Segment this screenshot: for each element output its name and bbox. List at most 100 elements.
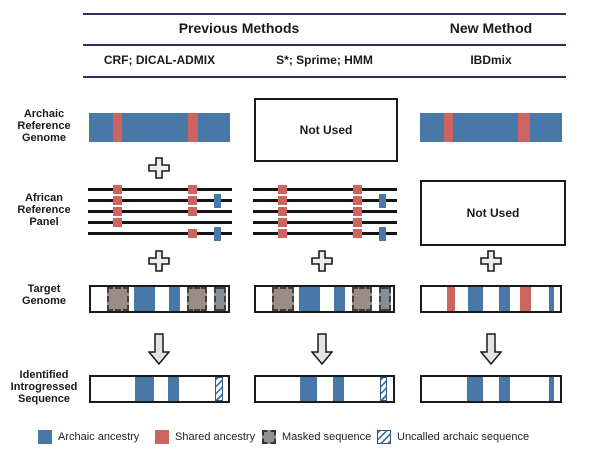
legend-label: Masked sequence — [282, 431, 372, 443]
haplotype-line — [253, 210, 397, 213]
target-genome-box-col3 — [420, 285, 562, 313]
panel-mark-shared — [113, 207, 122, 216]
segment-archaic — [499, 287, 510, 311]
plus-icon — [480, 250, 502, 277]
legend-label: Shared ancestry — [175, 431, 256, 443]
panel-mark-shared — [278, 196, 287, 205]
haplotype-line — [253, 199, 397, 202]
haplotype-line — [253, 221, 397, 224]
segment-masked — [272, 287, 294, 311]
segment-masked — [187, 287, 207, 311]
panel-mark-shared — [113, 196, 122, 205]
row-label-archaic-reference-genome: Archaic Reference Genome — [17, 108, 71, 144]
segment-archaic — [300, 377, 317, 401]
segment-archaic — [549, 377, 554, 401]
not-used-box-archaic-col2: Not Used — [254, 98, 398, 162]
row-label-identified-introgressed-sequence: Identified Introgressed Sequence — [10, 369, 78, 405]
identified-sequence-box-col1 — [89, 375, 230, 403]
panel-mark-archaic — [379, 226, 386, 241]
segment-shared — [188, 113, 198, 142]
panel-mark-shared — [278, 229, 287, 238]
panel-mark-shared — [353, 196, 362, 205]
segment-archaic — [499, 377, 510, 401]
panel-mark-shared — [353, 229, 362, 238]
haplotype-line — [88, 210, 232, 213]
haplotype-line — [253, 188, 397, 191]
panel-mark-shared — [113, 218, 122, 227]
segment-masked_gray — [379, 287, 391, 311]
segment-archaic — [467, 377, 483, 401]
segment-archaic — [334, 287, 345, 311]
haplotype-line — [253, 232, 397, 235]
panel-mark-archaic — [214, 226, 221, 241]
panel-mark-shared — [353, 185, 362, 194]
segment-archaic — [135, 377, 154, 401]
not-used-box-african-col3: Not Used — [420, 180, 566, 246]
header-rule-top — [83, 13, 566, 15]
segment-shared — [518, 113, 530, 142]
method-column-crf-dical-admix: CRF; DICAL-ADMIX — [103, 53, 216, 67]
target-genome-box-col1 — [89, 285, 230, 313]
panel-mark-shared — [188, 207, 197, 216]
header-new-method: New Method — [449, 20, 533, 36]
panel-mark-shared — [278, 218, 287, 227]
segment-archaic — [549, 287, 554, 311]
panel-mark-shared — [188, 229, 197, 238]
segment-masked_gray — [214, 287, 226, 311]
down-arrow-icon — [479, 333, 503, 370]
legend-item-uncalled-archaic-sequence: Uncalled archaic sequence — [377, 430, 529, 444]
legend-item-shared-ancestry: Shared ancestry — [155, 430, 255, 444]
legend-item-masked-sequence: Masked sequence — [262, 430, 371, 444]
panel-mark-shared — [353, 218, 362, 227]
plus-icon — [148, 250, 170, 277]
african-panel-col2 — [253, 185, 397, 241]
panel-mark-shared — [113, 185, 122, 194]
segment-uncalled — [215, 377, 223, 401]
identified-sequence-box-col2 — [254, 375, 395, 403]
down-arrow-icon — [310, 333, 334, 370]
not-used-label: Not Used — [466, 206, 520, 220]
segment-archaic — [299, 287, 320, 311]
segment-archaic — [168, 377, 179, 401]
panel-mark-shared — [278, 207, 287, 216]
not-used-label: Not Used — [299, 123, 353, 137]
panel-mark-archaic — [379, 193, 386, 208]
segment-masked — [352, 287, 372, 311]
segment-archaic — [134, 287, 155, 311]
uncalled-archaic-sequence-swatch-icon — [377, 430, 391, 444]
down-arrow-icon — [147, 333, 171, 370]
panel-mark-shared — [188, 196, 197, 205]
method-column-sstar-sprime-hmm: S*; Sprime; HMM — [276, 53, 373, 67]
archaic-genome-bar-col1 — [89, 113, 230, 142]
segment-masked — [107, 287, 129, 311]
masked-sequence-swatch-icon — [262, 430, 276, 444]
panel-mark-shared — [278, 185, 287, 194]
panel-mark-shared — [188, 185, 197, 194]
haplotype-line — [88, 232, 232, 235]
archaic-genome-bar-col3 — [420, 113, 562, 142]
header-rule-middle — [83, 44, 566, 46]
row-label-target-genome: Target Genome — [21, 283, 66, 307]
row-label-african-reference-panel: African Reference Panel — [17, 192, 71, 228]
african-panel-col1 — [88, 185, 232, 241]
segment-shared — [444, 113, 453, 142]
segment-archaic — [169, 287, 180, 311]
method-column-ibdmix: IBDmix — [470, 53, 512, 67]
panel-mark-shared — [353, 207, 362, 216]
header-previous-methods: Previous Methods — [178, 20, 300, 36]
segment-shared — [447, 287, 455, 311]
haplotype-line — [88, 221, 232, 224]
haplotype-line — [88, 188, 232, 191]
shared-ancestry-swatch-icon — [155, 430, 169, 444]
header-rule-bottom — [83, 76, 566, 78]
plus-icon — [148, 157, 170, 184]
archaic-ancestry-swatch-icon — [38, 430, 52, 444]
identified-sequence-box-col3 — [420, 375, 562, 403]
segment-archaic — [468, 287, 483, 311]
segment-shared — [113, 113, 122, 142]
target-genome-box-col2 — [254, 285, 395, 313]
legend-label: Archaic ancestry — [58, 431, 140, 443]
plus-icon — [311, 250, 333, 277]
haplotype-line — [88, 199, 232, 202]
